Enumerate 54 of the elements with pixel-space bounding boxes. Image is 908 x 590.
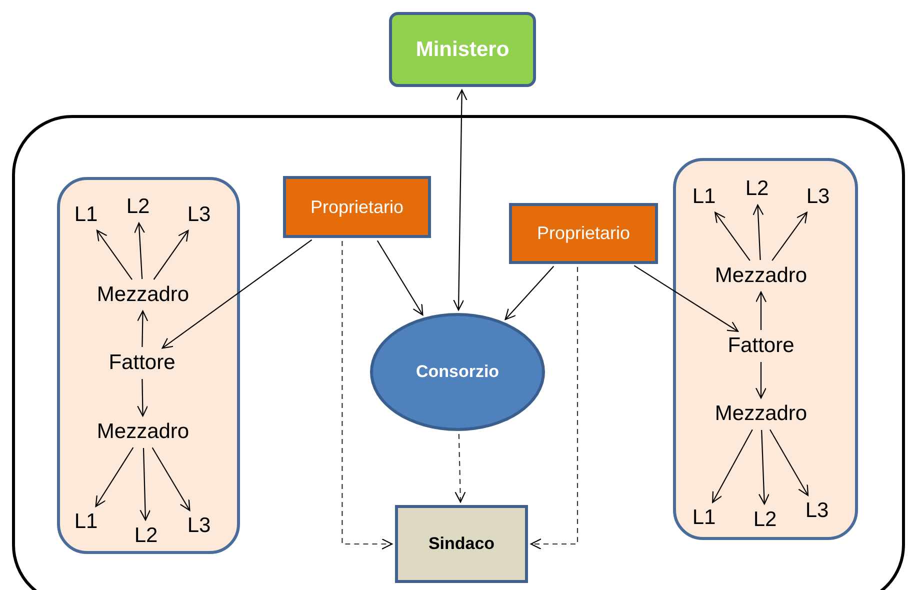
arrow	[376, 240, 424, 316]
arrow	[504, 266, 554, 320]
owner-box	[509, 203, 658, 264]
arrow	[153, 230, 189, 280]
arrow	[162, 239, 312, 349]
node-label: L2	[130, 523, 162, 549]
node-label: Fattore	[98, 350, 186, 376]
arrow	[342, 241, 393, 550]
node-label: L3	[801, 498, 833, 524]
estate-panel	[673, 158, 858, 540]
estate-panel	[57, 177, 240, 554]
node-label: L2	[741, 176, 773, 202]
box-label: Proprietario	[536, 223, 630, 244]
node-label: L2	[749, 507, 781, 533]
arrow	[755, 362, 767, 399]
node-label: L3	[802, 184, 834, 210]
system-boundary	[12, 115, 905, 590]
node-label: L1	[70, 509, 102, 535]
arrow	[96, 230, 132, 280]
arrow	[137, 310, 148, 347]
node-label: L3	[183, 202, 215, 228]
box-label: Consorzio	[416, 362, 500, 382]
node-label: Fattore	[717, 333, 805, 359]
node-label: L1	[70, 202, 102, 228]
node-label: Mezzadro	[87, 282, 199, 308]
arrow	[755, 291, 767, 330]
ministry-box	[389, 12, 536, 87]
arrow	[140, 448, 151, 521]
arrow	[634, 265, 739, 332]
arrow	[137, 379, 148, 417]
arrow	[152, 447, 190, 511]
box-label: Proprietario	[310, 196, 404, 218]
node-label: Mezzadro	[87, 419, 199, 445]
arrow	[454, 434, 466, 503]
mayor-box	[395, 505, 528, 583]
arrow	[453, 89, 468, 311]
node-label: Mezzadro	[705, 401, 817, 427]
node-label: L1	[688, 184, 720, 210]
box-label: Sindaco	[428, 534, 495, 554]
arrow	[758, 430, 770, 505]
arrow	[712, 429, 753, 503]
owner-box	[283, 176, 431, 238]
arrow	[95, 447, 134, 508]
box-label: Ministero	[416, 38, 510, 62]
arrow	[770, 429, 809, 496]
arrow	[714, 212, 750, 261]
node-label: Mezzadro	[705, 263, 817, 289]
node-label: L1	[688, 505, 720, 531]
node-label: L2	[122, 194, 154, 220]
node-label: L3	[183, 513, 215, 539]
arrow	[134, 222, 145, 280]
arrow	[752, 204, 764, 260]
arrow	[530, 267, 578, 550]
arrow	[772, 212, 808, 261]
